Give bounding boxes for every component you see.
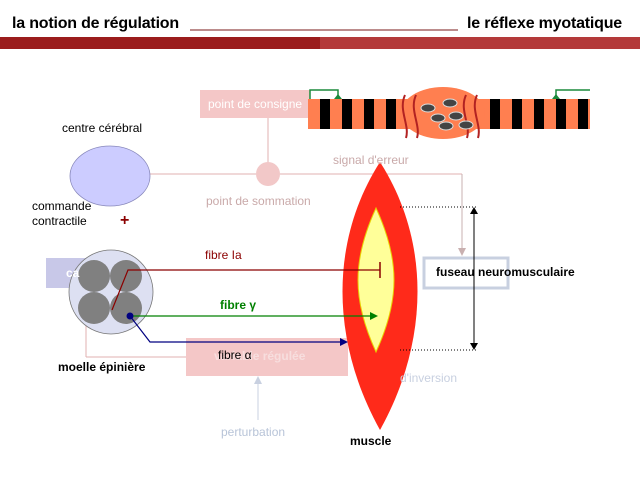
fibre-gamma-arrow [370,312,378,320]
motoneuron-dot [126,312,134,320]
label-ca-fragment: ca [66,266,80,280]
bracket-arrow-bottom [470,343,478,350]
summation-point [256,162,280,186]
cerebral-center-shape [69,145,151,207]
label-centre-cerebral: centre cérébral [62,121,143,135]
label-commande-contractile: commande contractile [32,199,92,228]
spindle-coils [401,94,480,139]
muscle-strip-bands [320,99,588,129]
bracket-arrow-top [470,207,478,214]
label-point-de-sommation: point de sommation [206,194,311,208]
label-signal-erreur: signal d'erreur [333,153,409,167]
label-d-inversion: d'inversion [400,371,457,385]
fuseau-box [422,256,510,290]
spinal-cord-shape [68,249,154,335]
variable-regulee-box [186,338,348,376]
label-variable-regulee: variable régulée [214,349,306,363]
label-point-de-consigne: point de consigne [208,97,303,111]
spindle-nuclei [420,98,474,131]
plus-sign: + [120,212,130,229]
consigne-box-bg [200,90,310,118]
header-right-title: le réflexe myotatique [467,15,622,32]
label-fibre-gamma: fibre γ [220,298,257,312]
error-down-arrow [458,248,466,256]
fibre-alpha-arrow [340,338,348,346]
label-perturbation: perturbation [221,425,286,439]
gamma-ending-left [334,94,342,99]
label-muscle: muscle [350,434,392,448]
header-band-right [320,37,640,49]
spindle-length-bracket [400,206,478,351]
fibre-ia-line [111,269,380,311]
label-fuseau-neuromusculaire: fuseau neuromusculaire [436,265,575,279]
label-fibre-ia: fibre Ia [205,248,242,262]
fibre-alpha-line [129,315,346,343]
spinal-gray-matter [78,260,142,324]
label-fibre-alpha: fibre α [218,348,252,362]
header-left-title: la notion de régulation [12,15,179,32]
perturbation-arrow [254,376,262,384]
label-moelle-epiniere: moelle épinière [58,360,146,374]
gamma-ending-right [552,94,560,99]
